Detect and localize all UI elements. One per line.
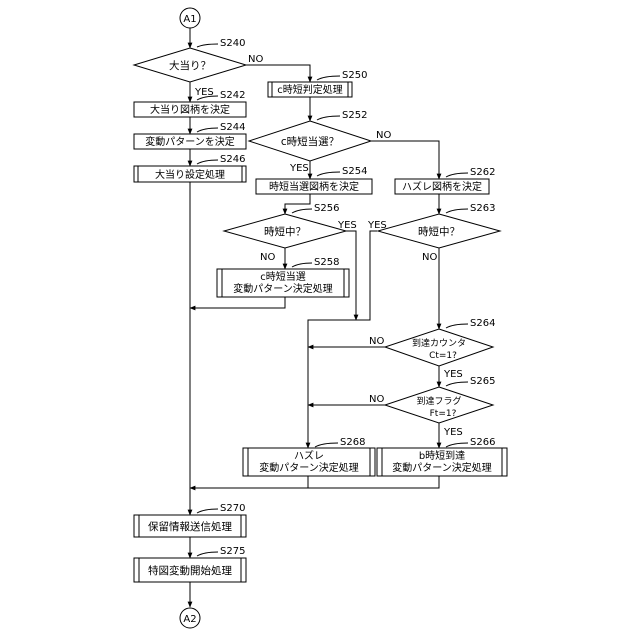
step-label-s258: S258 xyxy=(314,257,339,268)
step-label-s268: S268 xyxy=(340,437,365,448)
step-label-s254: S254 xyxy=(342,166,367,177)
process-s254: 時短当選図柄を決定 S254 xyxy=(256,166,372,194)
step-label-s240: S240 xyxy=(220,38,245,49)
step-label-s256: S256 xyxy=(314,203,339,214)
subroutine-s250: c時短判定処理 S250 xyxy=(268,70,367,97)
svg-text:b時短到達: b時短到達 xyxy=(419,449,465,462)
decision-s265: 到達フラグ Ft=1? S265 xyxy=(385,376,495,423)
no-label-s263: NO xyxy=(422,252,437,263)
connector-a1: A1 xyxy=(180,8,200,28)
step-label-s250: S250 xyxy=(342,70,367,81)
svg-text:A1: A1 xyxy=(183,14,196,25)
yes-label-s256: YES xyxy=(337,220,357,231)
step-label-s242: S242 xyxy=(220,90,245,101)
yes-label-s252: YES xyxy=(289,163,309,174)
yes-label-s264: YES xyxy=(443,369,463,380)
step-label-s266: S266 xyxy=(470,437,495,448)
svg-text:大当り設定処理: 大当り設定処理 xyxy=(155,168,225,181)
svg-text:変動パターン決定処理: 変動パターン決定処理 xyxy=(392,461,492,474)
yes-label-s240: YES xyxy=(194,87,214,98)
svg-text:ハズレ図柄を決定: ハズレ図柄を決定 xyxy=(402,180,482,193)
step-label-s262: S262 xyxy=(470,167,495,178)
step-label-s264: S264 xyxy=(470,318,495,329)
svg-text:保留情報送信処理: 保留情報送信処理 xyxy=(148,520,232,533)
svg-text:特図変動開始処理: 特図変動開始処理 xyxy=(148,564,232,577)
step-label-s275: S275 xyxy=(220,546,245,557)
step-label-s252: S252 xyxy=(342,110,367,121)
svg-text:到達カウンタ: 到達カウンタ xyxy=(412,337,466,349)
step-label-s270: S270 xyxy=(220,503,245,514)
svg-text:時短中？: 時短中？ xyxy=(264,225,306,238)
svg-text:変動パターンを決定: 変動パターンを決定 xyxy=(145,135,235,148)
svg-text:変動パターン決定処理: 変動パターン決定処理 xyxy=(233,282,333,295)
subroutine-s268: ハズレ 変動パターン決定処理 S268 xyxy=(243,437,375,476)
svg-text:c時短当選？: c時短当選？ xyxy=(281,135,339,148)
no-label-s256: NO xyxy=(260,252,275,263)
step-label-s263: S263 xyxy=(470,203,495,214)
no-label-s265: NO xyxy=(369,394,384,405)
svg-text:ハズレ: ハズレ xyxy=(294,449,324,462)
connector-a2: A2 xyxy=(180,608,200,628)
svg-text:大当り？: 大当り？ xyxy=(169,59,211,72)
subroutine-s266: b時短到達 変動パターン決定処理 S266 xyxy=(377,437,507,476)
yes-label-s265: YES xyxy=(443,427,463,438)
yes-label-s263: YES xyxy=(367,220,387,231)
svg-text:Ft=1?: Ft=1? xyxy=(430,409,457,419)
step-label-s244: S244 xyxy=(220,122,245,133)
svg-text:c時短判定処理: c時短判定処理 xyxy=(277,83,343,96)
no-label-s240: NO xyxy=(248,54,263,65)
svg-text:時短中？: 時短中？ xyxy=(418,225,460,238)
svg-text:大当り図柄を決定: 大当り図柄を決定 xyxy=(150,103,230,116)
svg-text:時短当選図柄を決定: 時短当選図柄を決定 xyxy=(269,180,359,193)
svg-text:Ct=1?: Ct=1? xyxy=(429,351,457,361)
svg-text:A2: A2 xyxy=(183,614,196,625)
step-label-s265: S265 xyxy=(470,376,495,387)
step-leaders xyxy=(197,44,468,556)
subroutine-s258: c時短当選 変動パターン決定処理 S258 xyxy=(217,257,349,297)
process-s262: ハズレ図柄を決定 S262 xyxy=(395,167,495,194)
svg-text:到達フラグ: 到達フラグ xyxy=(416,395,461,407)
no-label-s252: NO xyxy=(376,130,391,141)
no-label-s264: NO xyxy=(369,336,384,347)
svg-text:c時短当選: c時短当選 xyxy=(260,270,306,283)
svg-text:変動パターン決定処理: 変動パターン決定処理 xyxy=(259,461,359,474)
step-label-s246: S246 xyxy=(220,154,245,165)
decision-s264: 到達カウンタ Ct=1? S264 xyxy=(385,318,495,366)
